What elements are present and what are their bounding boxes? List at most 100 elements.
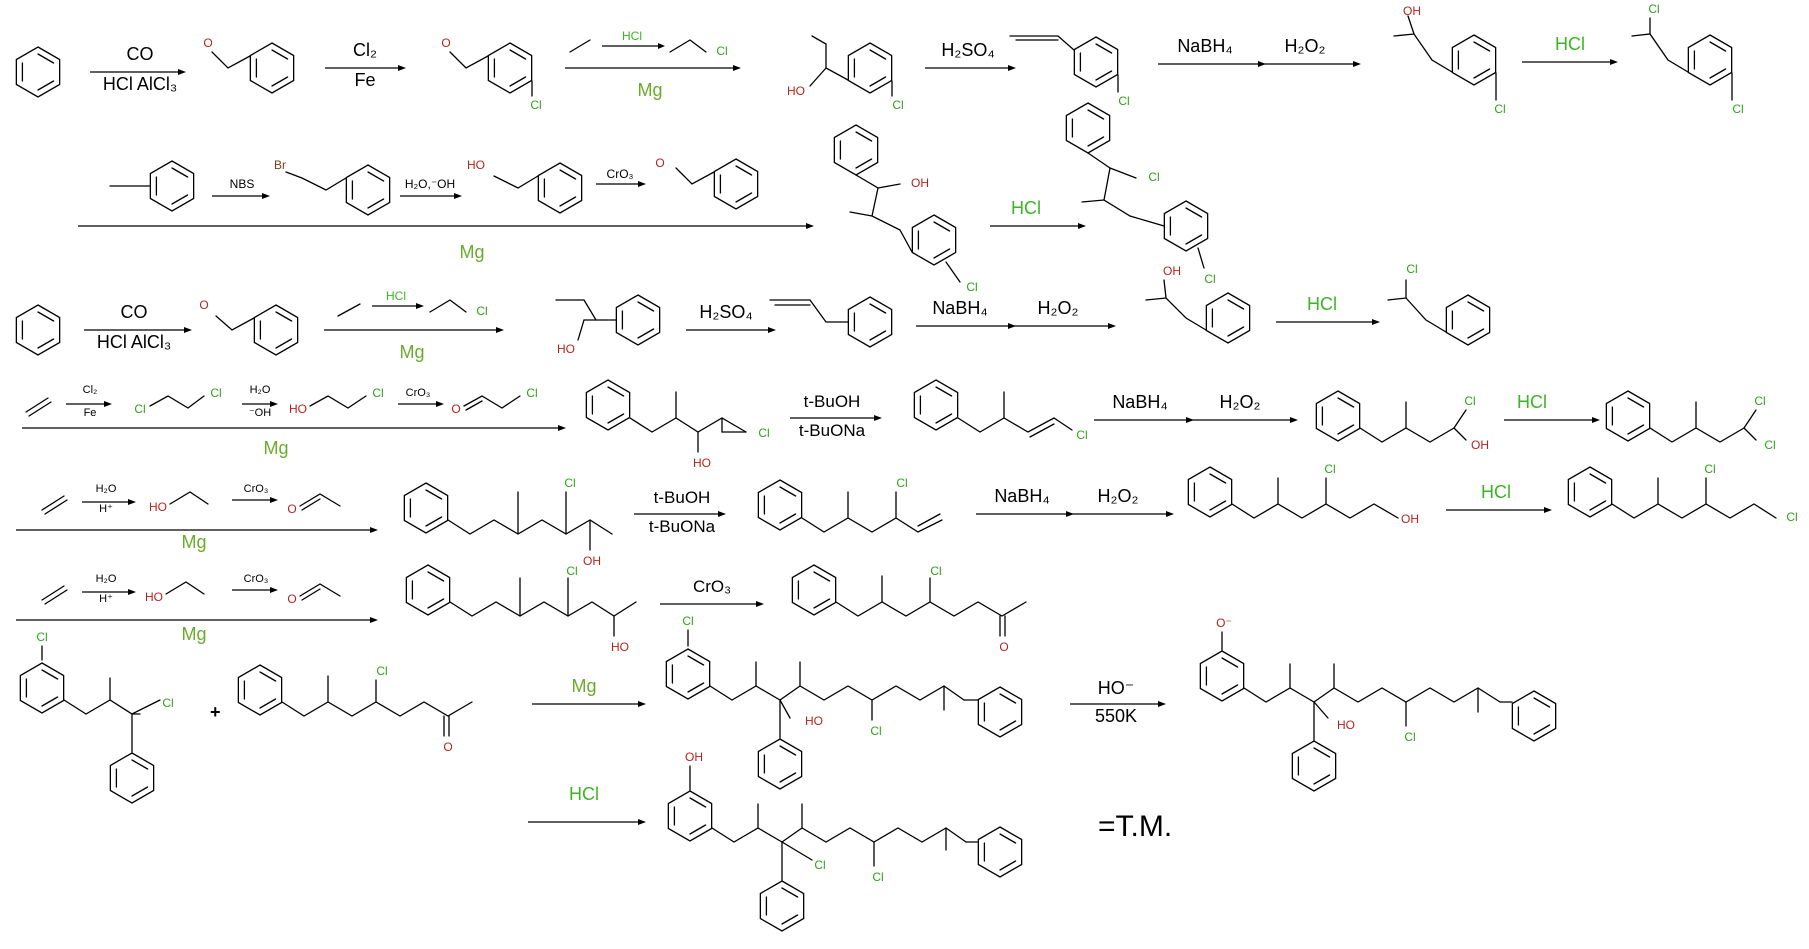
reagent-mg: Mg — [637, 80, 662, 100]
reagent-hydroxide: HO⁻ — [1098, 678, 1135, 698]
arrow-nbs: NBS — [212, 177, 270, 199]
chlorine-atom: Cl — [682, 614, 693, 628]
reagent-cro3: CrO₃ — [244, 573, 269, 585]
reagent-h2o2: H₂O₂ — [1038, 298, 1079, 318]
arrow-dehydration-2: H₂SO₄ — [686, 302, 776, 333]
hydroxyl-group: OH — [1401, 512, 1419, 526]
benzene-ring — [15, 46, 61, 98]
hydroxyl-group: OH — [685, 750, 703, 764]
chloro-diol-precursor: Cl OH — [403, 476, 613, 568]
chlorine-atom: Cl — [1786, 510, 1797, 524]
arrow-formylation: CO HCl AlCl₃ — [90, 44, 186, 94]
reagent-nabh4: NaBH₄ — [994, 486, 1049, 506]
reaction-temperature: 550K — [1095, 706, 1137, 726]
diaryl-alcohol: OH Cl — [833, 124, 978, 294]
hydroxyl-group: HO — [611, 640, 629, 654]
target-molecule-label: =T.M. — [1098, 810, 1172, 843]
chlorine-atom: Cl — [376, 664, 387, 678]
reagent-hcl: HCl — [622, 29, 642, 43]
reagent-hcl: HCl — [1517, 392, 1547, 412]
reagent-mg: Mg — [459, 242, 484, 262]
reagent-h2o: H₂O — [250, 384, 271, 396]
benzene-ring — [15, 304, 61, 356]
chlorine-atom: Cl — [814, 858, 825, 872]
reagent-hcl: HCl — [1555, 34, 1585, 54]
chlorine-atom: Cl — [892, 98, 903, 112]
hydroxyl-group: HO — [1337, 718, 1355, 732]
vinyl-chloride: Cl — [913, 379, 1088, 442]
chlorine-atom: Cl — [564, 476, 575, 490]
benzaldehyde-3: O — [199, 298, 299, 356]
chloro-ketone-reagent: Cl O — [237, 664, 473, 754]
chlorine-atom: Cl — [758, 426, 769, 440]
arrow-oxidation-2: CrO₃ — [660, 577, 764, 607]
chlorine-atom: Cl — [162, 696, 173, 710]
reagent-fe: Fe — [354, 70, 375, 90]
reagent-h2o: H₂O — [96, 573, 117, 585]
arrow-hcl-5: HCl — [1446, 482, 1552, 513]
arrow-hcl-3: HCl — [1276, 294, 1380, 325]
chlorine-atom: Cl — [1704, 462, 1715, 476]
arrow-hcl-final: HCl — [528, 784, 646, 825]
chlorine-atom: Cl — [716, 44, 727, 58]
tertiary-alcohol: Cl HO Cl — [665, 614, 1023, 790]
benzaldehyde: O — [203, 36, 295, 94]
arrow-elimination-2: t-BuOH t-BuONa — [634, 488, 726, 536]
reagent-hcl: HCl — [386, 289, 406, 303]
arrow-chlorination: Cl₂ Fe — [325, 40, 406, 90]
chlorine-atom: Cl — [966, 280, 977, 294]
secondary-alcohol-2: OH Cl — [1393, 4, 1506, 116]
hydroxyl-group: HO — [787, 84, 805, 98]
row-4: Cl₂ Fe Cl Cl H₂O ⁻OH HO Cl CrO₃ O Cl Mg — [22, 379, 1776, 470]
chlorine-atom: Cl — [896, 476, 907, 490]
reagent-h2o2: H₂O₂ — [1285, 36, 1326, 56]
reagent-hcl-alcl3: HCl AlCl₃ — [103, 74, 177, 94]
chlorine-atom: Cl — [1118, 94, 1129, 108]
reagent-cl2: Cl₂ — [353, 40, 377, 60]
benzaldehyde-2: O — [655, 156, 759, 210]
chlorine-atom: Cl — [1324, 462, 1335, 476]
hydroxyl-group: HO — [149, 500, 167, 514]
hydroxyl-group: OH — [583, 554, 601, 568]
reagent-chain-6: H₂O H⁺ HO CrO₃ O Mg — [16, 573, 378, 644]
reagent-tbuoh: t-BuOH — [654, 488, 711, 507]
reagent-cro3: CrO₃ — [244, 483, 269, 495]
chlorine-atom: Cl — [870, 724, 881, 738]
reagent-h2o2: H₂O₂ — [1220, 392, 1261, 412]
reagent-hcl: HCl — [1307, 294, 1337, 314]
row-1: CO HCl AlCl₃ O Cl₂ Fe O Cl HCl — [15, 2, 1744, 116]
primary-chloro-alcohol: Cl OH — [1187, 462, 1419, 526]
oxygen-atom: O — [287, 502, 296, 516]
chlorine-atom: Cl — [36, 630, 47, 644]
hydroxyl-group: HO — [145, 590, 163, 604]
reagent-co: CO — [121, 302, 148, 322]
plus-sign: + — [210, 702, 221, 722]
chlorine-atom: Cl — [1204, 272, 1215, 286]
reagent-hplus: H⁺ — [99, 503, 113, 515]
reagent-fe: Fe — [84, 407, 97, 419]
oxygen-atom: O — [287, 592, 296, 606]
arrow-hydroboration-2: NaBH₄ H₂O₂ — [916, 298, 1116, 329]
bromine-atom: Br — [274, 158, 286, 172]
oxygen-atom: O — [999, 640, 1008, 654]
chlorine-atom: Cl — [1406, 262, 1417, 276]
arrow-hydroboration-3: NaBH₄ H₂O₂ — [1094, 392, 1298, 423]
reagent-cro3: CrO₃ — [406, 387, 431, 399]
oxygen-atom: O — [199, 298, 208, 312]
chlorine-atom: Cl — [1404, 730, 1415, 744]
chlorine-atom: Cl — [930, 564, 941, 578]
chlorine-atom: Cl — [530, 98, 541, 112]
phenoxide-product: O⁻ HO Cl — [1199, 616, 1557, 792]
hydroxyl-group: HO — [289, 402, 307, 416]
arrow-hydroboration-4: NaBH₄ H₂O₂ — [976, 486, 1174, 517]
chlorine-atom: Cl — [526, 386, 537, 400]
reagent-h2o-oh: H₂O,⁻OH — [405, 177, 455, 191]
chlorine-atom: Cl — [476, 304, 487, 318]
row-2: NBS Br H₂O,⁻OH HO CrO₃ O — [78, 102, 1216, 294]
hydroxyl-group: HO — [693, 456, 711, 470]
reagent-chain-4: Cl₂ Fe Cl Cl H₂O ⁻OH HO Cl CrO₃ O Cl Mg — [22, 384, 566, 458]
arrow-hydrolysis: H₂O,⁻OH — [400, 177, 462, 199]
reagent-hydroxide: ⁻OH — [249, 407, 271, 419]
chlorine-atom: Cl — [1464, 394, 1475, 408]
reagent-hcl: HCl — [1481, 482, 1511, 502]
